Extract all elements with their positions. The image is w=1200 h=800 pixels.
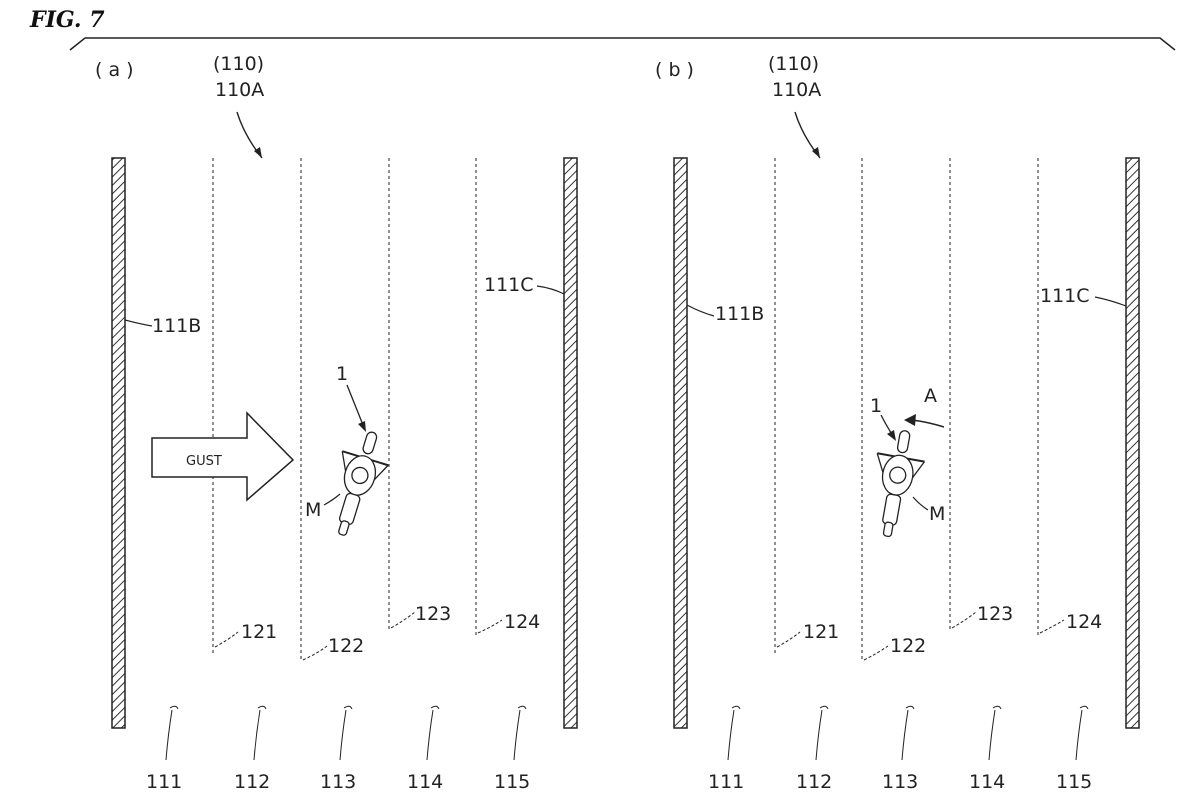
panel-b-motorcycle — [876, 430, 926, 538]
panel-a-rider-arrowhead — [358, 421, 366, 432]
panel-b-wall-left-leader — [686, 304, 715, 317]
panel-a-lane-114: 114 — [407, 771, 443, 793]
panel-b-boundary-121: 121 — [803, 621, 839, 643]
gust-label: GUST — [186, 454, 222, 469]
panel-b-boundary-124: 124 — [1066, 611, 1102, 633]
panel-a-wall-left-label: 111B — [152, 315, 201, 337]
panel-a-rider-leader — [346, 384, 364, 426]
panel-a-label: ( a ) — [95, 59, 134, 81]
panel-a-lane-115: 115 — [494, 771, 530, 793]
panel-b-boundary-122: 122 — [890, 635, 926, 657]
panel-b-lane-115: 115 — [1056, 771, 1092, 793]
panel-b-wall-left-label: 111B — [715, 303, 764, 325]
panel-b-wall-right-label: 111C — [1040, 285, 1090, 307]
panel-b-arrow-a — [911, 419, 945, 428]
figure-title: FIG. 7 — [29, 7, 105, 33]
panel-b-motorcycle-label: M — [929, 503, 945, 525]
panel-b-motorcycle-leader — [912, 496, 929, 511]
panel-a-motorcycle-leader — [323, 493, 341, 506]
panel-a-rider-label: 1 — [336, 363, 348, 385]
panel-b-ref-road: 110A — [772, 79, 821, 101]
panel-b-label: ( b ) — [655, 59, 694, 81]
panel-b-rider-arrowhead — [887, 430, 896, 441]
panel-a-boundary-123: 123 — [415, 603, 451, 625]
panel-a-wall-right — [563, 157, 578, 729]
panel-b-arrow-a-head — [904, 414, 916, 426]
panel-b: ( b ) (110) 110A 111B 111C 1 — [655, 53, 1140, 793]
panel-b-wall-right — [1125, 157, 1140, 729]
panel-b-lane-111: 111 — [708, 771, 744, 793]
panel-b-ref-arrowhead — [812, 147, 820, 158]
panel-b-lane-113: 113 — [882, 771, 918, 793]
panel-a-ref-road: 110A — [215, 79, 264, 101]
panel-a-boundary-121: 121 — [241, 621, 277, 643]
panel-b-rider-label: 1 — [870, 395, 882, 417]
panel-b-wall-left — [673, 157, 688, 729]
panel-a-boundary-124: 124 — [504, 611, 540, 633]
panel-b-arrow-label: A — [924, 385, 937, 407]
panel-a-wall-right-leader — [536, 285, 565, 295]
panel-b-ref-paren: (110) — [768, 53, 819, 75]
panel-a-wall-right-label: 111C — [484, 274, 534, 296]
panel-a-lane-111: 111 — [146, 771, 182, 793]
panel-a-boundary-122: 122 — [328, 635, 364, 657]
gust-arrow — [151, 411, 295, 502]
panel-a-motorcycle — [338, 431, 389, 536]
panel-a-wall-left — [111, 157, 126, 729]
panel-b-lane-114: 114 — [969, 771, 1005, 793]
panel-a-ref-paren: (110) — [213, 53, 264, 75]
panel-b-boundary-123: 123 — [977, 603, 1013, 625]
panel-a-wall-left-leader — [124, 319, 153, 327]
panel-a-ref-arrowhead — [254, 147, 262, 158]
panel-a-lane-113: 113 — [320, 771, 356, 793]
figure-bracket — [69, 37, 1176, 51]
panel-a-motorcycle-label: M — [305, 499, 321, 521]
panel-b-wall-right-leader — [1094, 296, 1127, 307]
panel-b-lane-112: 112 — [796, 771, 832, 793]
panel-a: ( a ) (110) 110A 111B 111C GUST — [95, 53, 578, 793]
panel-a-lane-112: 112 — [234, 771, 270, 793]
